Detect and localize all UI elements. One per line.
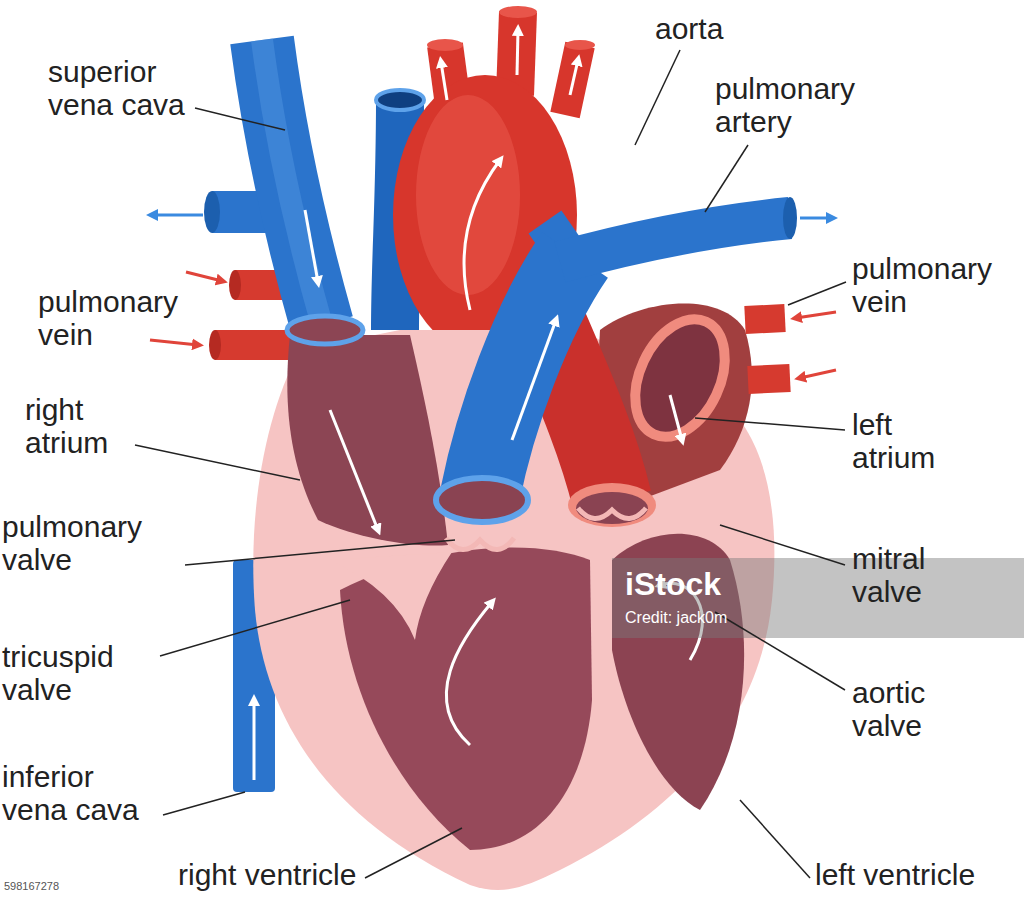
valve-cusp xyxy=(578,508,646,519)
aorta-highlight xyxy=(416,95,520,295)
part-label: pulmonary vein xyxy=(852,252,1012,318)
right-atrium-shape xyxy=(287,335,448,546)
vein-end xyxy=(209,330,221,360)
aorta-branch xyxy=(515,12,518,95)
outer-arrows xyxy=(150,215,836,378)
tricuspid-cusp xyxy=(330,552,452,640)
watermark: iStock xyxy=(625,566,721,602)
image-id: 598167278 xyxy=(4,880,59,893)
part-label: pulmonary vein xyxy=(38,285,198,351)
part-label: aortic valve xyxy=(852,676,972,742)
part-label: tricuspid valve xyxy=(2,640,152,706)
left-atrium-opening xyxy=(618,305,743,451)
aortic-opening xyxy=(568,483,656,527)
artery-end xyxy=(783,197,797,239)
part-label: left ventricle xyxy=(815,858,975,891)
flow-arrows xyxy=(254,30,702,780)
part-label: pulmonary artery xyxy=(715,72,875,138)
branch-end xyxy=(499,6,537,18)
valve-cusp xyxy=(446,538,514,550)
pulmonary-artery-branch xyxy=(560,218,790,262)
part-label: right atrium xyxy=(25,393,145,459)
part-label: aorta xyxy=(655,12,723,45)
vessel-opening xyxy=(287,316,363,344)
part-label: left atrium xyxy=(852,408,962,474)
part-label: superior vena cava xyxy=(48,55,203,121)
part-label: inferior vena cava xyxy=(2,760,157,826)
aorta-branch xyxy=(565,45,580,115)
pulmonary-vein-shape xyxy=(745,318,785,320)
part-label: right ventricle xyxy=(178,858,356,891)
branch-end xyxy=(565,40,595,50)
branch-end xyxy=(427,39,463,51)
pulmonary-artery-shape xyxy=(480,255,575,495)
leader-lines xyxy=(135,50,846,878)
superior-vena-cava-shape xyxy=(262,40,322,325)
pulmonary-opening xyxy=(436,478,528,522)
pulmonary-vein-shape xyxy=(748,378,790,380)
watermark: Credit: jack0m xyxy=(625,608,727,628)
aortic-opening-inner xyxy=(576,492,648,524)
vessel-opening xyxy=(376,90,424,110)
part-label: mitral valve xyxy=(852,542,972,608)
right-ventricle-shape xyxy=(340,548,592,850)
artery-end xyxy=(204,191,220,233)
vessel-highlight xyxy=(262,40,322,325)
watermark-bar xyxy=(612,558,1024,638)
part-label: pulmonary valve xyxy=(2,510,162,576)
vein-end xyxy=(229,270,241,300)
